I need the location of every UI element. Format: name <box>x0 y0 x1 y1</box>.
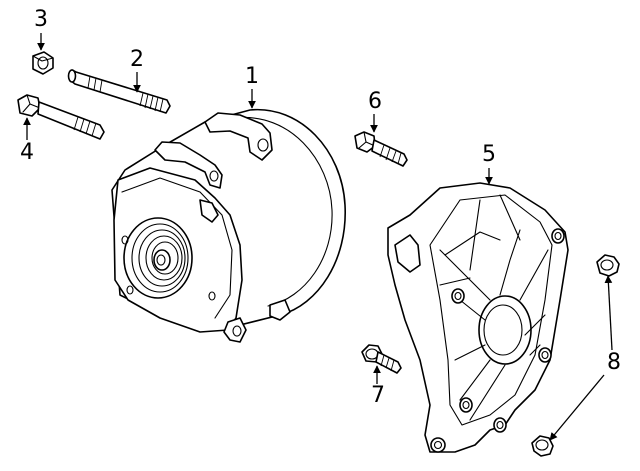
nut-part-3 <box>32 51 54 75</box>
bolt-part-6 <box>354 131 408 167</box>
alternator-part-1 <box>111 108 346 343</box>
bolt-part-4 <box>17 94 105 140</box>
bolt-part-7 <box>361 344 402 374</box>
callout-1: 1 <box>245 64 259 89</box>
callout-8: 8 <box>607 350 621 375</box>
callout-2: 2 <box>130 47 144 72</box>
leader-8-upper <box>604 275 613 351</box>
callout-5: 5 <box>482 142 496 167</box>
callout-6: 6 <box>368 89 382 114</box>
stud-part-2 <box>67 69 171 114</box>
spacer-part-8-upper <box>596 254 620 277</box>
leader-lines <box>23 33 613 441</box>
callout-7: 7 <box>371 383 385 408</box>
leader-8-lower <box>549 374 605 441</box>
callout-4: 4 <box>20 140 34 165</box>
spacer-part-8-lower <box>531 435 554 457</box>
callout-3: 3 <box>34 7 48 32</box>
bracket-part-5 <box>387 182 569 453</box>
